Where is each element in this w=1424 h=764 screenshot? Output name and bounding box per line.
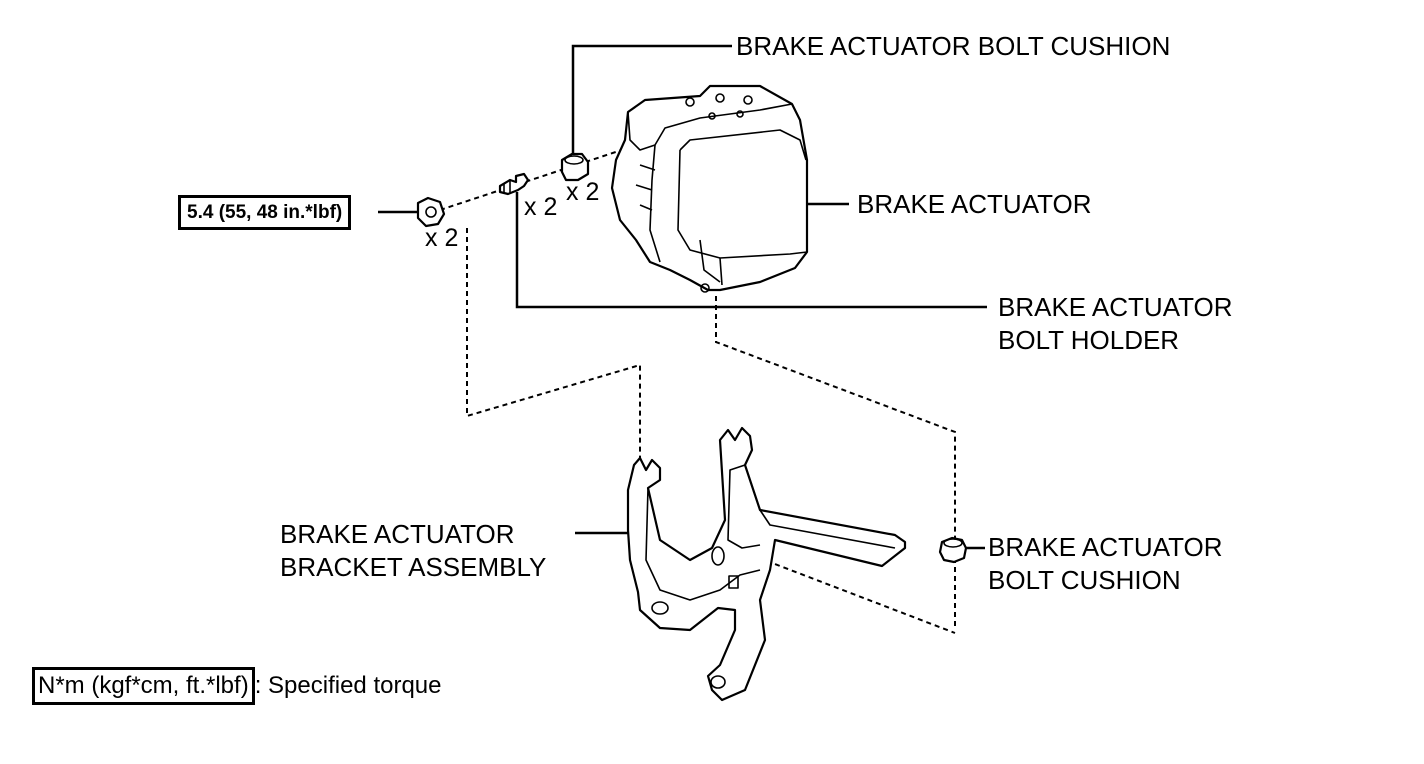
qty-holder: x 2	[524, 193, 558, 221]
label-bracket-line1: BRAKE ACTUATOR	[280, 519, 515, 549]
label-bolt-cushion-top: BRAKE ACTUATOR BOLT CUSHION	[736, 31, 1171, 61]
rubber-cushion-right-icon	[938, 536, 968, 564]
rubber-cushion-icon	[560, 152, 590, 182]
mounting-bracket-icon	[626, 426, 907, 702]
abs-actuator-icon	[610, 84, 809, 293]
qty-nut: x 2	[425, 224, 459, 252]
label-bolt-holder-line2: BOLT HOLDER	[998, 325, 1180, 355]
torque-spec-box: 5.4 (55, 48 in.*lbf)	[178, 195, 352, 230]
label-brake-actuator: BRAKE ACTUATOR	[857, 189, 1092, 219]
label-bolt-cushion-right-line2: BOLT CUSHION	[988, 565, 1181, 595]
leader-lines	[378, 44, 987, 550]
legend-text: : Specified torque	[254, 672, 442, 699]
flange-nut-icon	[416, 196, 446, 228]
torque-legend: N*m (kgf*cm, ft.*lbf): Specified torque	[32, 667, 442, 705]
label-bolt-cushion-right-line1: BRAKE ACTUATOR	[988, 532, 1223, 562]
leader-holder	[515, 192, 987, 309]
leader-cushion-top	[571, 44, 732, 153]
legend-unit-box: N*m (kgf*cm, ft.*lbf)	[32, 667, 255, 705]
stud-bolt-icon	[498, 172, 530, 196]
label-bolt-holder-line1: BRAKE ACTUATOR	[998, 292, 1233, 322]
qty-cushion: x 2	[566, 178, 600, 206]
label-bracket-line2: BRACKET ASSEMBLY	[280, 552, 547, 582]
